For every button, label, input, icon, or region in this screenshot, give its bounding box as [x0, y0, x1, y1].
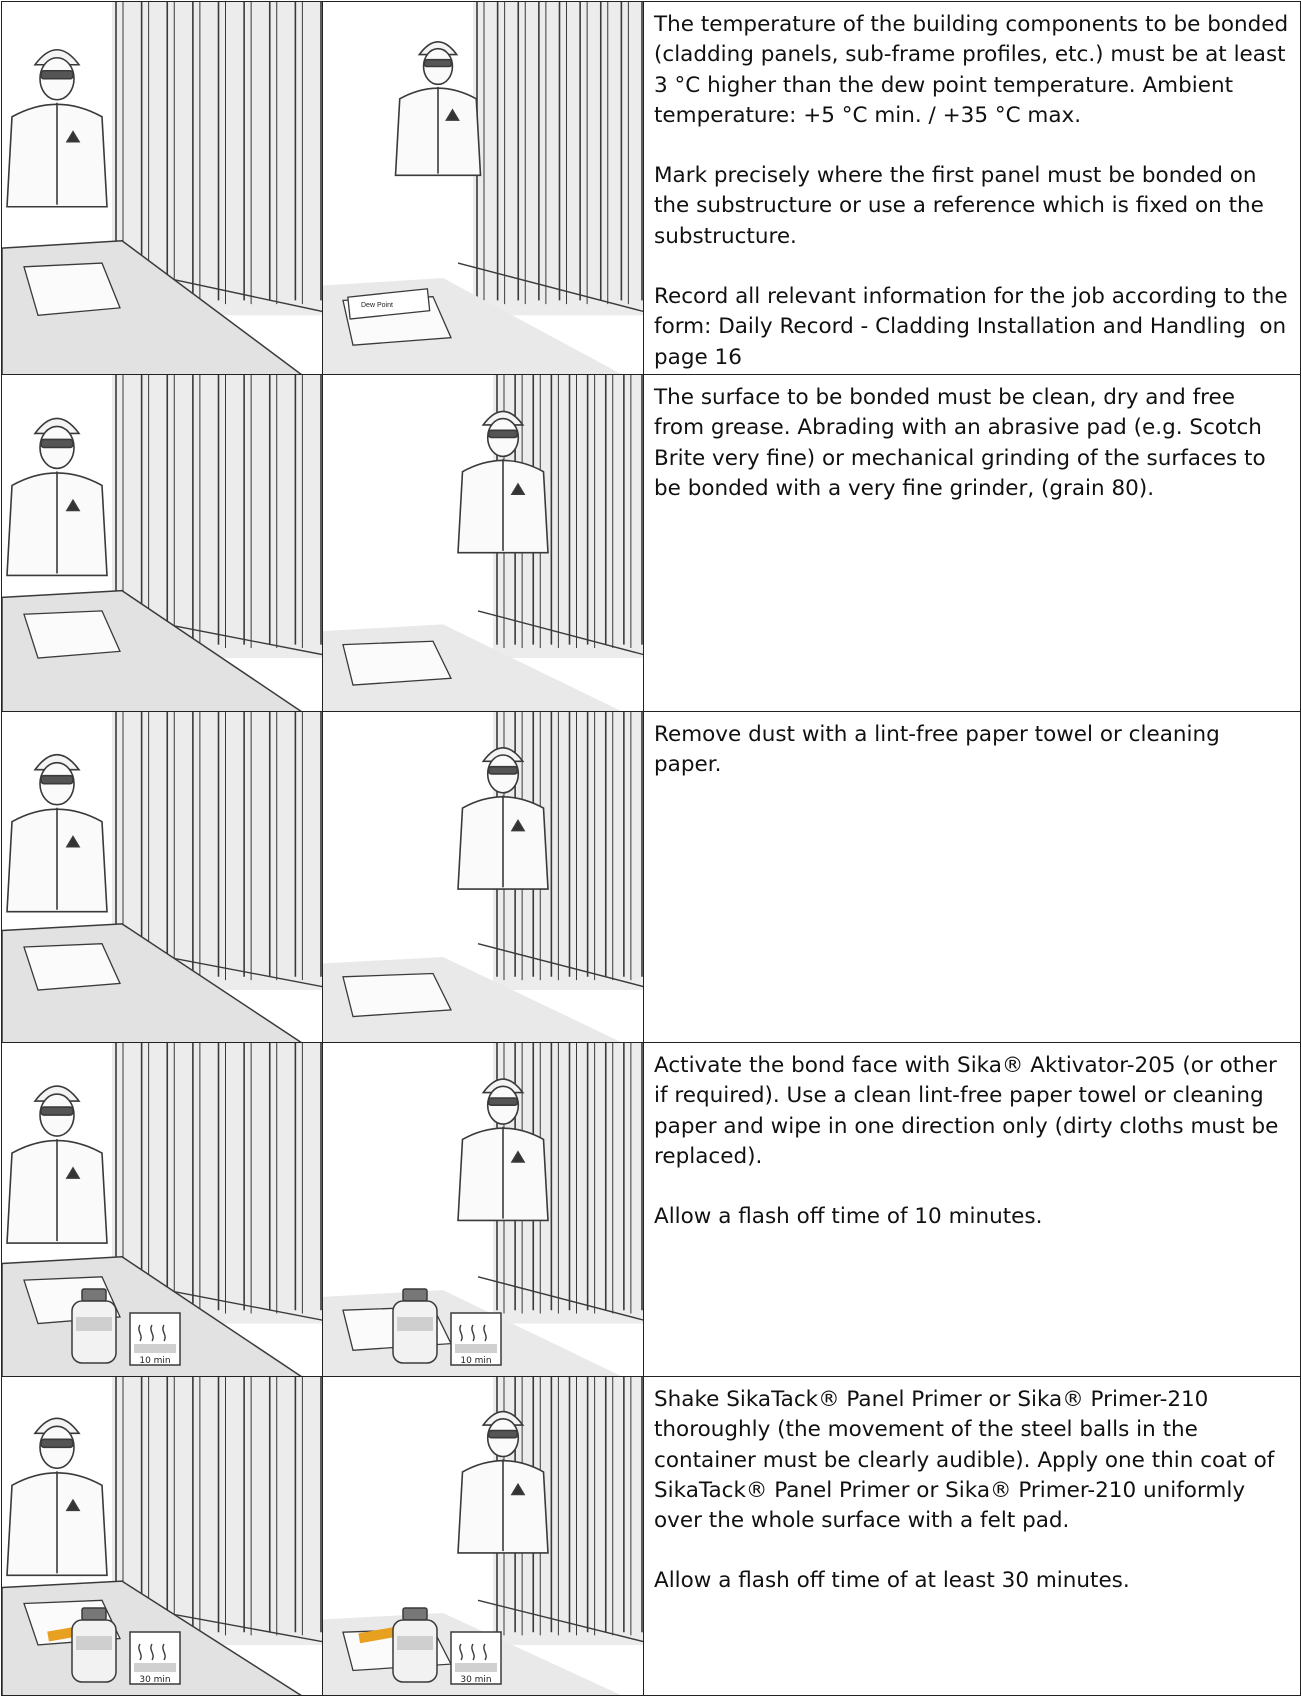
- step-row: Remove dust with a lint-free paper towel…: [2, 712, 1301, 1043]
- timer-label: 30 min: [460, 1675, 491, 1685]
- instruction-paragraph: Record all relevant information for the …: [654, 282, 1291, 373]
- instruction-paragraph: Allow a flash off time of 10 minutes.: [654, 1202, 1291, 1232]
- timer-label: 10 min: [460, 1356, 491, 1366]
- dew-point-label: Dew Point: [361, 302, 393, 309]
- instruction-paragraph: Activate the bond face with Sika® Aktiva…: [654, 1051, 1291, 1172]
- worker-icon: [7, 1418, 107, 1575]
- step-row: Dew Point The temperature of the buildin…: [2, 2, 1301, 375]
- worker-icon: [7, 1086, 107, 1243]
- step-row: The surface to be bonded must be clean, …: [2, 375, 1301, 712]
- timer-label: 30 min: [139, 1675, 170, 1685]
- step-instructions: The surface to be bonded must be clean, …: [644, 375, 1301, 712]
- worker-icon: [7, 755, 107, 912]
- step-instructions: The temperature of the building componen…: [644, 2, 1301, 375]
- worker-activating-panel-illustration: 10 min: [2, 1043, 323, 1377]
- worker-priming-substructure-illustration: 30 min: [323, 1377, 644, 1696]
- worker-wiping-panel-illustration: [2, 712, 323, 1043]
- worker-icon: [396, 42, 481, 175]
- step-row: 10 min 10 min Activate the bond face wit…: [2, 1043, 1301, 1377]
- left-illustration: 10 min: [2, 1043, 323, 1377]
- left-illustration: 30 min: [2, 1377, 323, 1696]
- worker-abrading-substructure-illustration: [323, 375, 644, 712]
- right-illustration: 30 min: [323, 1377, 644, 1696]
- right-illustration: Dew Point: [323, 2, 644, 375]
- right-illustration: [323, 375, 644, 712]
- right-illustration: [323, 712, 644, 1043]
- right-illustration: 10 min: [323, 1043, 644, 1377]
- instruction-paragraph: Allow a flash off time of at least 30 mi…: [654, 1566, 1291, 1596]
- worker-activating-substructure-illustration: 10 min: [323, 1043, 644, 1377]
- flash-off-timer-icon: 10 min: [130, 1313, 180, 1366]
- worker-abrading-panel-illustration: [2, 375, 323, 712]
- left-illustration: [2, 2, 323, 375]
- worker-icon: [7, 418, 107, 575]
- worker-at-table-marking-panel-illustration: [2, 2, 323, 375]
- instruction-paragraph: The surface to be bonded must be clean, …: [654, 383, 1291, 504]
- step-instructions: Activate the bond face with Sika® Aktiva…: [644, 1043, 1301, 1377]
- instruction-paragraph: Shake SikaTack® Panel Primer or Sika® Pr…: [654, 1385, 1291, 1536]
- worker-priming-panel-illustration: 30 min: [2, 1377, 323, 1696]
- step-instructions: Shake SikaTack® Panel Primer or Sika® Pr…: [644, 1377, 1301, 1696]
- flash-off-timer-icon: 30 min: [451, 1632, 501, 1685]
- timer-label: 10 min: [139, 1356, 170, 1366]
- step-instructions: Remove dust with a lint-free paper towel…: [644, 712, 1301, 1043]
- step-row: 30 min 30 min Shake SikaTack® Panel Prim…: [2, 1377, 1301, 1696]
- worker-recording-dew-point-illustration: Dew Point: [323, 2, 644, 375]
- worker-icon: [7, 50, 107, 207]
- instruction-paragraph: The temperature of the building componen…: [654, 10, 1291, 131]
- flash-off-timer-icon: 10 min: [451, 1313, 501, 1366]
- worker-wiping-substructure-illustration: [323, 712, 644, 1043]
- flash-off-timer-icon: 30 min: [130, 1632, 180, 1685]
- instruction-paragraph: Remove dust with a lint-free paper towel…: [654, 720, 1291, 781]
- left-illustration: [2, 375, 323, 712]
- left-illustration: [2, 712, 323, 1043]
- instruction-paragraph: Mark precisely where the first panel mus…: [654, 161, 1291, 252]
